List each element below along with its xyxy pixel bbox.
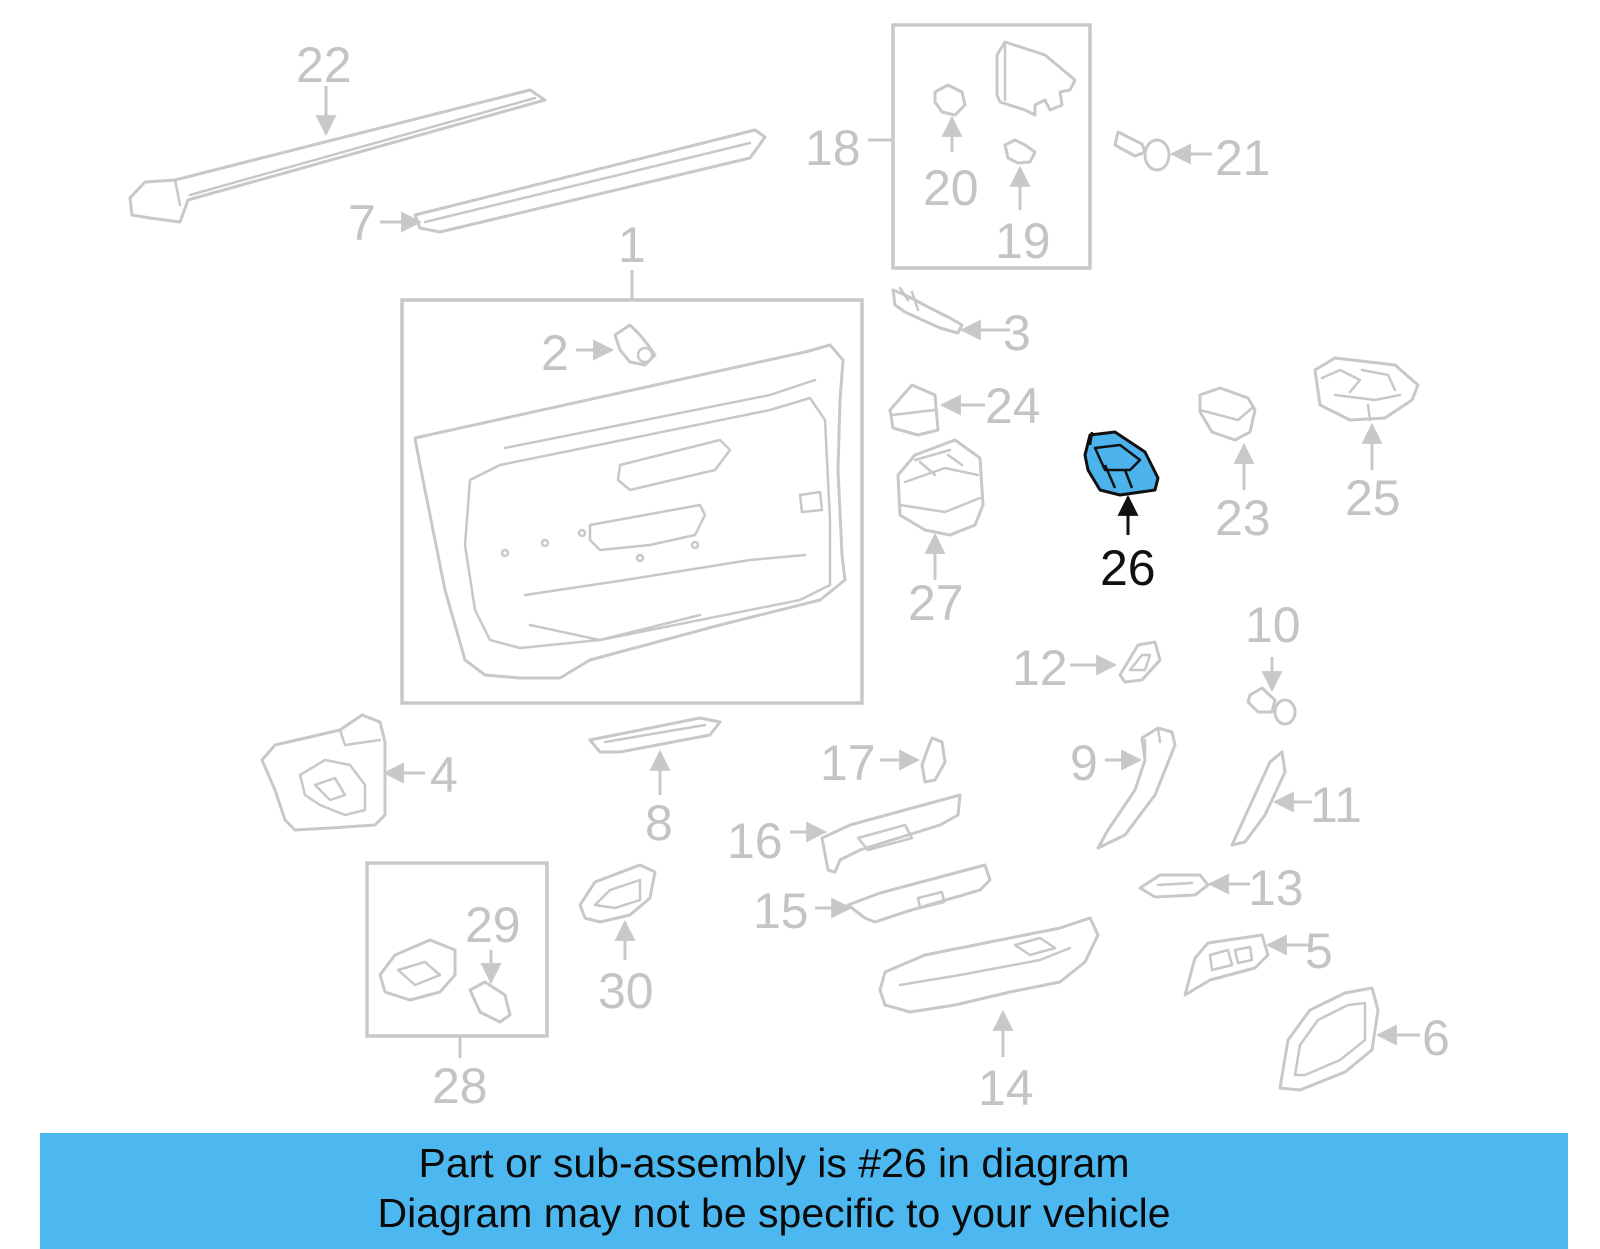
callout-4: 4 — [430, 747, 458, 803]
banner-line-part-number: Part or sub-assembly is #26 in diagram — [418, 1140, 1130, 1186]
callout-30: 30 — [598, 963, 654, 1019]
part-23-cap: 23 — [1198, 386, 1271, 546]
callout-23: 23 — [1215, 490, 1271, 546]
part-5-switch-bezel: 5 — [1183, 923, 1333, 997]
part-20-clip: 20 — [923, 83, 979, 216]
part-7-weatherstrip: 7 — [348, 128, 767, 251]
part-30-handle-bezel: 30 — [578, 863, 657, 1019]
callout-7: 7 — [348, 195, 376, 251]
part-21-screw: 21 — [1113, 130, 1271, 186]
part-18-subassembly: 18 — [805, 23, 1092, 270]
callout-27: 27 — [908, 575, 964, 631]
callout-24: 24 — [985, 378, 1041, 434]
part-27-window-switch: 27 — [896, 438, 985, 631]
callout-2: 2 — [541, 325, 569, 381]
callout-1: 1 — [618, 217, 646, 273]
part-25-master-switch: 25 — [1313, 356, 1420, 526]
part-15-switch-base: 15 — [753, 863, 992, 939]
callout-22: 22 — [296, 37, 352, 93]
callout-25: 25 — [1345, 470, 1401, 526]
part-11-trim-strip: 11 — [1230, 750, 1362, 847]
part-29-clip: 29 — [465, 897, 521, 1024]
callout-16: 16 — [727, 813, 783, 869]
part-16-switch-base: 16 — [727, 793, 962, 874]
callout-10: 10 — [1245, 597, 1301, 653]
part-4-door-bracket: 4 — [260, 713, 458, 832]
callout-11: 11 — [1310, 777, 1362, 833]
callout-3: 3 — [1003, 305, 1031, 361]
callout-5: 5 — [1305, 923, 1333, 979]
part-9-bracket: 9 — [1070, 726, 1177, 850]
part-3-clip: 3 — [891, 286, 1031, 361]
callout-13: 13 — [1248, 860, 1304, 916]
part-26-highlighted-switch: 26 — [1083, 430, 1160, 596]
part-6-speaker-grille: 6 — [1278, 986, 1450, 1092]
callout-17: 17 — [820, 735, 876, 791]
callout-28: 28 — [432, 1058, 488, 1114]
part-10-screw: 10 — [1245, 597, 1301, 726]
info-banner: Part or sub-assembly is #26 in diagram D… — [40, 1133, 1568, 1249]
part-8-pocket-trim: 8 — [588, 716, 722, 851]
part-17-clip: 17 — [820, 735, 947, 791]
part-14-armrest: 14 — [878, 916, 1100, 1116]
part-28-subassembly: 28 — [365, 861, 549, 1114]
callout-12: 12 — [1012, 640, 1068, 696]
callout-18: 18 — [805, 120, 861, 176]
callout-29: 29 — [465, 897, 521, 953]
part-24-cap: 24 — [888, 378, 1041, 437]
callout-21: 21 — [1215, 130, 1271, 186]
part-1-door-trim-panel: 1 — [400, 217, 864, 705]
callout-15: 15 — [753, 883, 809, 939]
callout-14: 14 — [978, 1060, 1034, 1116]
callout-20: 20 — [923, 160, 979, 216]
part-12-grommet: 12 — [1012, 640, 1162, 696]
part-2-clip: 2 — [541, 323, 657, 381]
part-13-bezel: 13 — [1138, 860, 1304, 916]
banner-line-disclaimer: Diagram may not be specific to your vehi… — [377, 1190, 1171, 1236]
callout-19: 19 — [995, 213, 1051, 269]
callout-8: 8 — [645, 795, 673, 851]
part-19-clip: 19 — [995, 138, 1051, 269]
callout-26: 26 — [1100, 540, 1156, 596]
callout-6: 6 — [1422, 1010, 1450, 1066]
part-22-belt-molding: 22 — [128, 37, 547, 224]
callout-9: 9 — [1070, 735, 1098, 791]
